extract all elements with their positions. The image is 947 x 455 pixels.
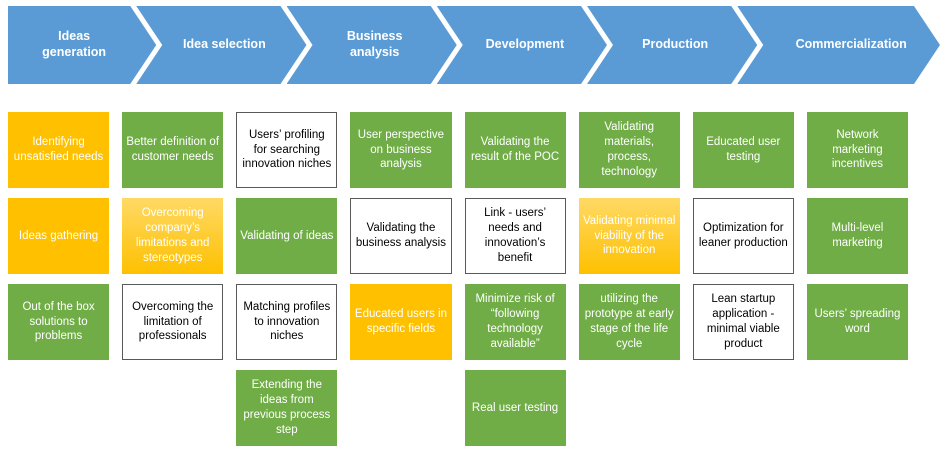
step-label: Business analysis xyxy=(346,29,403,59)
process-box: Lean startup application - minimal viabl… xyxy=(692,284,794,360)
process-box: Validating the result of the POC xyxy=(464,112,566,188)
process-box: Users’ profiling for searching innovatio… xyxy=(236,112,338,188)
step-label: Commercialization xyxy=(795,37,907,52)
step-development: Development xyxy=(437,6,607,84)
process-box: Educated user testing xyxy=(692,112,794,188)
step-label: Development xyxy=(485,37,565,52)
detail-boxes-grid: Identifying unsatisfied needs Ideas gath… xyxy=(8,112,908,446)
column-ideas-generation-2: Better definition of customer needs Over… xyxy=(122,112,224,446)
step-idea-selection: Idea selection xyxy=(136,6,306,84)
column-production-1: Validating materials, process, technolog… xyxy=(578,112,680,446)
column-business-analysis: User perspective on business analysis Va… xyxy=(350,112,452,446)
process-box: Matching profiles to innovation niches xyxy=(236,284,338,360)
column-development: Validating the result of the POC Link - … xyxy=(464,112,566,446)
column-production-2: Educated user testing Optimization for l… xyxy=(692,112,794,446)
process-box: Validating of ideas xyxy=(236,198,338,274)
process-box: Overcoming company’s limitations and ste… xyxy=(122,198,224,274)
process-box: Real user testing xyxy=(464,370,566,446)
process-box: Multi-level marketing xyxy=(806,198,908,274)
column-ideas-generation-1: Identifying unsatisfied needs Ideas gath… xyxy=(8,112,110,446)
process-box: Validating materials, process, technolog… xyxy=(578,112,680,188)
process-box: Ideas gathering xyxy=(8,198,110,274)
process-box: Overcoming the limitation of professiona… xyxy=(122,284,224,360)
step-business-analysis: Business analysis xyxy=(287,6,457,84)
process-box: Out of the box solutions to problems xyxy=(8,284,110,360)
process-box: Identifying unsatisfied needs xyxy=(8,112,110,188)
process-box: Network marketing incentives xyxy=(806,112,908,188)
step-commercialization: Commercialization xyxy=(737,6,940,84)
process-box: utilizing the prototype at early stage o… xyxy=(578,284,680,360)
process-box: User perspective on business analysis xyxy=(350,112,452,188)
process-box: Better definition of customer needs xyxy=(122,112,224,188)
step-production: Production xyxy=(587,6,757,84)
process-steps-row: Ideas generation Idea selection Business… xyxy=(8,6,940,84)
process-box: Educated users in specific fields xyxy=(350,284,452,360)
step-ideas-generation: Ideas generation xyxy=(8,6,156,84)
process-box: Minimize risk of “following technology a… xyxy=(464,284,566,360)
process-box: Link - users’ needs and innovation’s ben… xyxy=(464,198,566,274)
column-idea-selection: Users’ profiling for searching innovatio… xyxy=(236,112,338,446)
process-box: Extending the ideas from previous proces… xyxy=(236,370,338,446)
step-label: Idea selection xyxy=(183,37,266,52)
process-box: Validating minimal viability of the inno… xyxy=(578,198,680,274)
process-box: Users’ spreading word xyxy=(806,284,908,360)
step-label: Ideas generation xyxy=(42,29,107,59)
process-box: Optimization for leaner production xyxy=(692,198,794,274)
process-box: Validating the business analysis xyxy=(350,198,452,274)
step-label: Production xyxy=(642,37,709,52)
column-commercialization: Network marketing incentives Multi-level… xyxy=(806,112,908,446)
